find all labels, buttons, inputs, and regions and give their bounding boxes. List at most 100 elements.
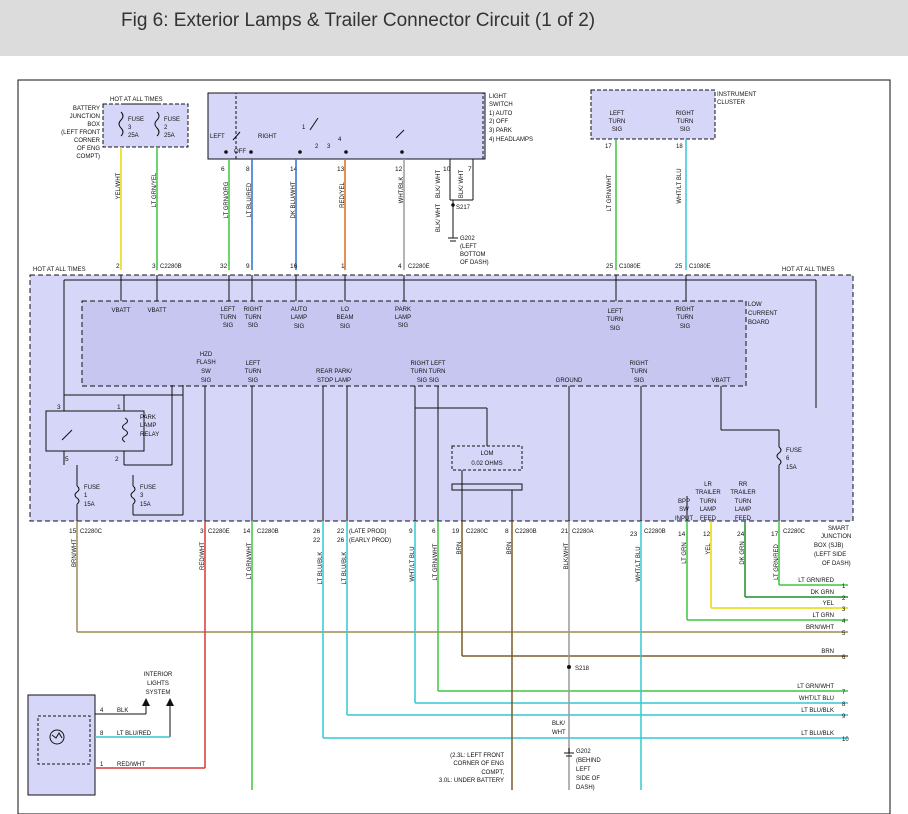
bw-lt-blu-blk-b: LT BLU/BLK	[342, 552, 348, 585]
bw-brn-b: BRN	[507, 542, 513, 555]
bjb-hot-label: HOT AT ALL TIMES	[110, 97, 163, 103]
sjb-label-5: OF DASH)	[822, 561, 851, 567]
ls-label-2: SWITCH	[489, 102, 513, 108]
note-2: CORNER OF ENG	[453, 761, 504, 767]
ic-left-1: LEFT	[610, 111, 625, 117]
ls-n3: 3	[327, 144, 331, 150]
ls-pin-8: 8	[246, 166, 250, 173]
wire-dk-blu-wht: DK BLU/WHT	[291, 181, 297, 218]
fuse2-label: FUSE	[164, 117, 180, 123]
bjb-label-5: CORNER	[74, 138, 101, 144]
relay-pin-3: 3	[57, 404, 61, 411]
sjb-ltr-2: TURN	[607, 317, 624, 323]
rr-3: TURN	[735, 499, 752, 505]
bundle-label-3: YEL	[823, 601, 835, 607]
bot-c2280e: C2280E	[208, 529, 230, 535]
bot-c2280c-a: C2280C	[80, 529, 103, 535]
bw-lt-grn: LT GRN	[682, 542, 688, 563]
lr-2: TRAILER	[695, 490, 721, 496]
bjb-label-3: BOX	[87, 122, 100, 128]
ls-pin-6: 6	[221, 166, 225, 173]
relay-pin-1: 1	[117, 404, 121, 411]
relay-2: LAMP	[140, 423, 156, 429]
fuse3-amp: 25A	[128, 133, 139, 139]
fuse3-num: 3	[128, 125, 132, 131]
sjb-fuse3b-2: 3	[140, 493, 144, 499]
interior-3: SYSTEM	[146, 690, 171, 696]
bot-blk: BLK	[117, 708, 128, 714]
bundle-num-9: 9	[842, 714, 846, 720]
bw-lt-grn-wht-b: LT GRN/WHT	[433, 543, 439, 580]
bot-pin-19: 19	[452, 528, 460, 535]
sjb-fuse6-1: FUSE	[786, 448, 802, 454]
bot-lt-blu-red: LT BLU/RED	[117, 731, 152, 737]
bot-pin-23: 23	[630, 531, 638, 538]
sjb-ltr-3: SIG	[610, 326, 621, 332]
top-c1080e-a: C1080E	[619, 264, 641, 270]
sjb-fuse1-1: FUSE	[84, 485, 100, 491]
top-pin-25a: 25	[606, 263, 614, 270]
bot-c2280b-a: C2280B	[257, 529, 279, 535]
sjb-rtr-3: SIG	[680, 324, 691, 330]
top-pin-3: 3	[152, 263, 156, 270]
bundle-num-10: 10	[842, 737, 849, 743]
top-connectors: HOT AT ALL TIMES HOT AT ALL TIMES 2 3 C2…	[33, 263, 835, 273]
diagram-frame	[17, 79, 891, 814]
bottom-section: S218 BLK/ WHT G202 (BEHIND LEFT SIDE OF …	[27, 666, 601, 796]
sjb-rtlt-1: RIGHT LEFT	[411, 361, 446, 367]
lr-4: LAMP	[700, 507, 716, 513]
bot-pin-21: 21	[561, 528, 569, 535]
bw-brn: BRN	[457, 542, 463, 555]
sjb-rtr-2: TURN	[677, 315, 694, 321]
bw-brn-wht: BRN/WHT	[72, 539, 78, 567]
splice-s218: S218	[575, 666, 590, 672]
ic-pin-17: 17	[605, 144, 612, 150]
wire-blk-wht-b: BLK/ WHT	[459, 170, 465, 199]
hot-left: HOT AT ALL TIMES	[33, 267, 86, 273]
wire-yel-wht: YEL/WHT	[116, 172, 122, 199]
ic-label-2: CLUSTER	[717, 100, 746, 106]
sjb-auto-1: AUTO	[291, 307, 308, 313]
sjb-fuse1-2: 1	[84, 493, 88, 499]
hot-right: HOT AT ALL TIMES	[782, 267, 835, 273]
sjb-rt-2: TURN	[245, 315, 262, 321]
bot-red-wht: RED/WHT	[117, 762, 145, 768]
bot-pin-1: 1	[100, 762, 104, 768]
bundle-label-7: LT GRN/WHT	[797, 684, 834, 690]
top-pin-25b: 25	[675, 263, 683, 270]
bundle-label-4: LT GRN	[813, 613, 834, 619]
ls-n4: 4	[338, 137, 342, 143]
ls-pin-7: 7	[468, 166, 472, 173]
bottom-wires	[76, 521, 848, 790]
sjb-ground: GROUND	[556, 378, 583, 384]
top-wires	[120, 139, 687, 270]
sjb-rtb-2: TURN	[631, 369, 648, 375]
bundle-label-2: DK GRN	[811, 590, 834, 596]
bot-pin-14: 14	[243, 528, 251, 535]
bpp-3: INPUT	[675, 516, 693, 522]
bundle-num-2: 2	[842, 596, 846, 602]
ic-right-1: RIGHT	[676, 111, 695, 117]
top-pin-4: 4	[398, 263, 402, 270]
ls-pin-10: 10	[443, 166, 451, 173]
ic-pin-18: 18	[676, 144, 683, 150]
bundle-label-6: BRN	[821, 649, 834, 655]
bw-blk-wht: BLK/WHT	[564, 542, 570, 569]
lr-1: LR	[704, 482, 712, 488]
bot-pin-22b: 22	[337, 528, 345, 535]
bundle-num-1: 1	[842, 584, 846, 590]
bot-blk-wht-1: BLK/	[552, 721, 565, 727]
ls-pin-13: 13	[337, 166, 345, 173]
page-title: Fig 6: Exterior Lamps & Trailer Connecto…	[121, 10, 596, 31]
bjb-label-1: BATTERY	[73, 106, 100, 112]
ic-right-3: SIG	[680, 127, 691, 133]
sjb-rt-3: SIG	[248, 323, 259, 329]
sjb-park-3: SIG	[398, 323, 409, 329]
bot-late: (LATE PROD)	[349, 529, 387, 535]
g202-top-3: BOTTOM	[460, 252, 486, 258]
sjb-rtb-3: SIG	[634, 378, 645, 384]
bw-lt-grn-red: LT GRN/RED	[774, 543, 780, 579]
lom-2: 0.02 OHMS	[471, 461, 502, 467]
lcb-3: BOARD	[748, 320, 770, 326]
note-4: 3.0L: UNDER BATTERY	[439, 778, 504, 784]
